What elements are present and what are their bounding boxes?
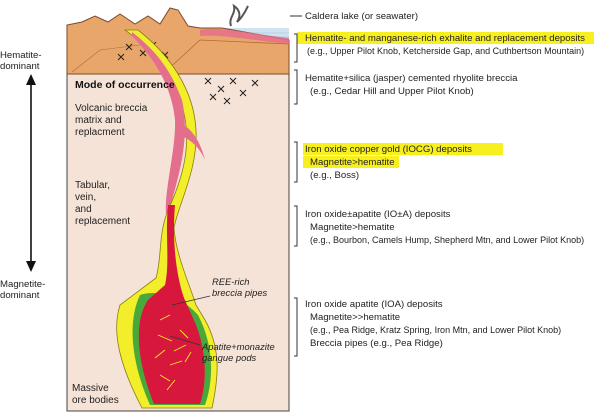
exhalite-layer (200, 28, 289, 44)
iocg-ratio: Magnetite>hematite (310, 157, 395, 168)
ioa-apatite-title: Iron oxide±apatite (IO±A) deposits (305, 209, 451, 220)
ree-label-1: REE-rich (212, 276, 250, 287)
breccia-pipes-label: Breccia pipes (e.g., Pea Ridge) (310, 338, 443, 349)
box-title: Mode of occurrence (75, 79, 175, 91)
breccia-veins (154, 314, 192, 391)
highlight-exhalite (297, 32, 594, 44)
brackets (290, 15, 302, 357)
magnetite-label-2: dominant (0, 290, 40, 301)
tabular-label-3: and (75, 204, 92, 215)
tabular-label-1: Tabular, (75, 180, 110, 191)
ioa-title: Iron oxide apatite (IOA) deposits (305, 299, 443, 310)
ree-label-2: breccia pipes (212, 287, 268, 298)
dominance-axis-arrow (26, 74, 36, 272)
iocg-example: (e.g., Boss) (310, 170, 359, 181)
highlight-iocg-mag (303, 156, 399, 168)
ioa-examples: (e.g., Pea Ridge, Kratz Spring, Iron Mtn… (310, 325, 561, 335)
massive-label-2: ore bodies (72, 395, 119, 406)
apatite-label-2: gangue pods (202, 352, 257, 363)
conduit-pink (132, 32, 185, 215)
ioa-apatite-examples: (e.g., Bourbon, Camels Hump, Shepherd Mt… (310, 235, 584, 245)
apatite-label-1: Apatite+monazite (201, 341, 275, 352)
tabular-label-2: vein, (75, 192, 96, 203)
jasper-label-1: Hematite+silica (jasper) cemented rhyoli… (305, 73, 518, 84)
tabular-label-4: replacement (75, 216, 130, 227)
exhalite-examples: (e.g., Upper Pilot Knob, Ketcherside Gap… (307, 46, 584, 56)
jasper-label-2: (e.g., Cedar Hill and Upper Pilot Knob) (310, 86, 474, 97)
ioa-ratio: Magnetite>>hematite (310, 312, 400, 323)
ioa-apatite-ratio: Magnetite>hematite (310, 222, 395, 233)
iocg-title: Iron oxide copper gold (IOCG) deposits (305, 144, 472, 155)
volcano (66, 7, 290, 75)
breccia-label-1: Volcanic breccia (75, 103, 148, 114)
massive-label-1: Massive (72, 383, 109, 394)
breccia-label-2: matrix and (75, 115, 122, 126)
exhalite-title: Hematite- and manganese-rich exhalite an… (305, 33, 585, 44)
magnetite-label-1: Magnetite- (0, 279, 45, 290)
caldera-label: Caldera lake (or seawater) (305, 11, 418, 22)
hematite-label-1: Hematite- (0, 50, 42, 61)
breccia-label-3: replacment (75, 127, 125, 138)
conduit-red (138, 205, 205, 404)
highlight-iocg-title (303, 143, 503, 155)
vent-plume (229, 3, 249, 27)
hematite-label-2: dominant (0, 61, 40, 72)
